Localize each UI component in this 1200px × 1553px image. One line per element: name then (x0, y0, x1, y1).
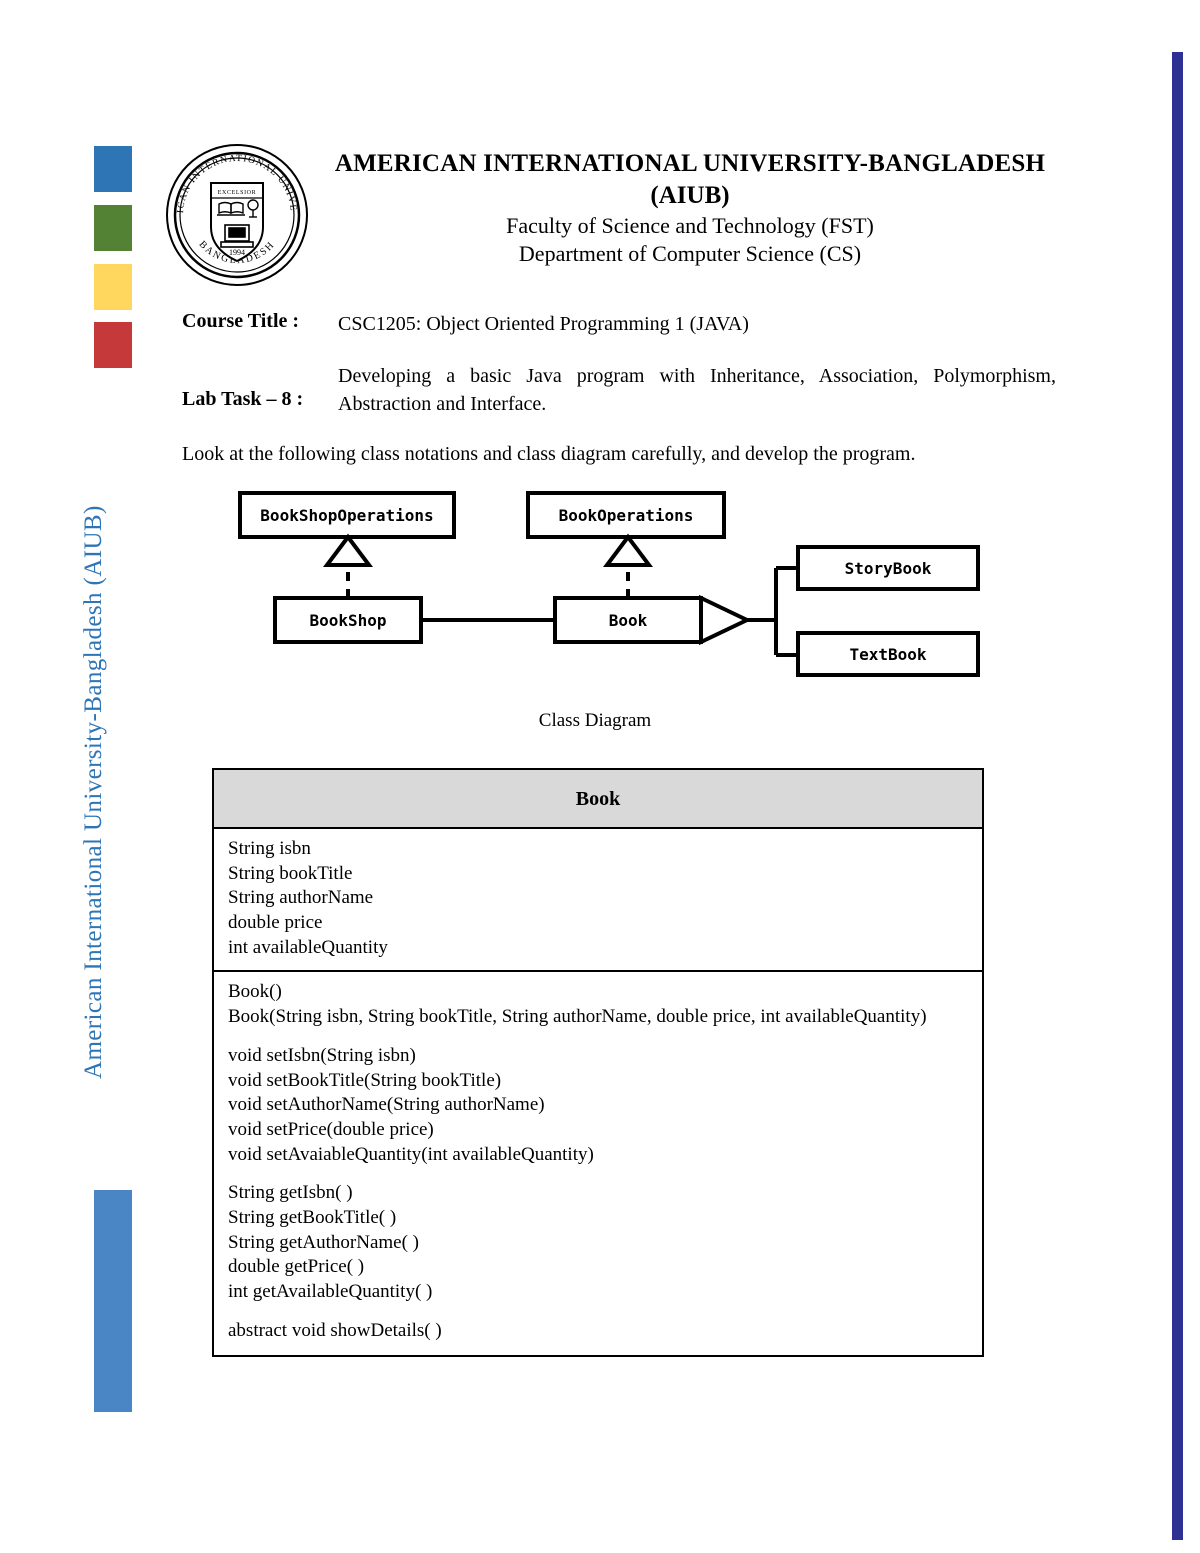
diagram-node-book: Book (609, 611, 648, 630)
accent-chip-green (94, 205, 132, 251)
uml-attributes-section: String isbn String bookTitle String auth… (214, 829, 982, 973)
diagram-node-textbook: TextBook (849, 645, 926, 664)
uml-setter: void setAuthorName(String authorName) (228, 1094, 545, 1116)
relation-book-realizes-bookoperations (603, 533, 653, 598)
uml-setter: void setAvaiableQuantity(int availableQu… (228, 1143, 594, 1165)
accent-bar-blue (94, 1190, 132, 1412)
instruction-text: Look at the following class notations an… (182, 443, 916, 465)
accent-chip-blue (94, 146, 132, 192)
uml-spacer (228, 1167, 968, 1181)
lab-task-row: Lab Task – 8 : Developing a basic Java p… (182, 362, 1062, 419)
course-title-row: Course Title : CSC1205: Object Oriented … (182, 310, 1062, 338)
uml-getter: double getPrice( ) (228, 1256, 365, 1278)
uml-attribute: String bookTitle (228, 862, 353, 884)
header-line-department: Department of Computer Science (CS) (518, 241, 862, 267)
course-title-label: Course Title : (182, 310, 300, 332)
diagram-node-bookshopoperations: BookShopOperations (260, 506, 433, 525)
diagram-node-bookoperations: BookOperations (559, 506, 694, 525)
uml-setter: void setIsbn(String isbn) (228, 1044, 416, 1066)
class-diagram-caption: Class Diagram (538, 710, 652, 731)
accent-chip-red (94, 322, 132, 368)
uml-setter: void setPrice(double price) (228, 1118, 434, 1140)
uml-table-title: Book (214, 770, 982, 829)
aiub-seal-logo: AMERICAN INTERNATIONAL UNIVERSITY BANGLA… (158, 134, 311, 289)
relation-subclasses-generalize-book (699, 566, 798, 657)
diagram-node-storybook: StoryBook (845, 559, 932, 578)
lab-task-label: Lab Task – 8 : (182, 387, 304, 410)
document-header: AMERICAN INTERNATIONAL UNIVERSITY-BANGLA… (330, 148, 1050, 268)
lab-task-value: Developing a basic Java program with Inh… (338, 365, 1056, 416)
uml-attribute: String authorName (228, 887, 374, 909)
header-line-university: AMERICAN INTERNATIONAL UNIVERSITY-BANGLA… (334, 150, 1046, 177)
uml-attribute: double price (228, 912, 323, 934)
uml-setter: void setBookTitle(String bookTitle) (228, 1069, 502, 1091)
right-margin-rule (1172, 52, 1183, 1540)
relation-bookshop-realizes-bookshopoperations (323, 533, 373, 598)
uml-constructor: Book(String isbn, String bookTitle, Stri… (228, 1006, 927, 1028)
header-line-faculty: Faculty of Science and Technology (FST) (506, 213, 874, 238)
uml-spacer (228, 1305, 968, 1319)
class-diagram: BookShopOperations BookOperations BookSh… (180, 485, 1010, 745)
svg-text:EXCELSIOR: EXCELSIOR (218, 190, 256, 196)
header-line-acronym: (AIUB) (650, 182, 730, 209)
uml-abstract-method: abstract void showDetails( ) (228, 1319, 442, 1341)
uml-attribute: String isbn (228, 838, 311, 859)
uml-getter: String getAuthorName( ) (228, 1231, 420, 1253)
uml-getter: String getIsbn( ) (228, 1182, 353, 1204)
uml-constructor: Book() (228, 981, 282, 1003)
uml-getter: int getAvailableQuantity( ) (228, 1281, 433, 1302)
uml-getter: String getBookTitle( ) (228, 1206, 397, 1228)
diagram-node-bookshop: BookShop (309, 611, 386, 630)
sidebar-vertical-caption: American International University-Bangla… (80, 505, 107, 1079)
uml-class-table-book: Book String isbn String bookTitle String… (212, 768, 984, 1358)
svg-text:1994: 1994 (229, 248, 245, 257)
uml-methods-section: Book() Book(String isbn, String bookTitl… (214, 972, 982, 1355)
uml-spacer (228, 1030, 968, 1044)
accent-chip-yellow (94, 264, 132, 310)
course-title-value: CSC1205: Object Oriented Programming 1 (… (338, 313, 749, 335)
uml-attribute: int availableQuantity (228, 936, 388, 958)
